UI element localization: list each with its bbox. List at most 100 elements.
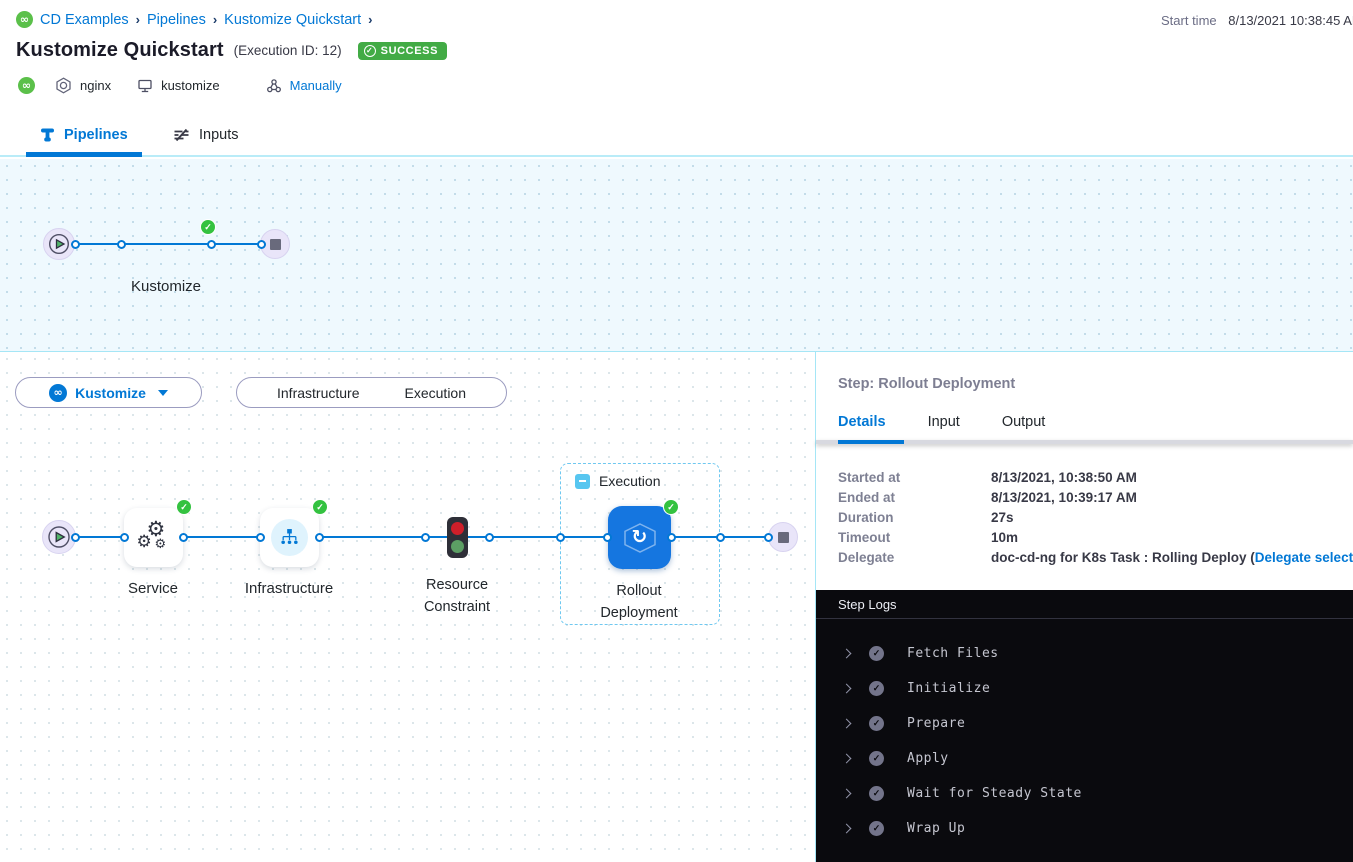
tag-service[interactable]: nginx — [80, 78, 112, 93]
step-node-rollout-deployment[interactable]: ↻ — [608, 506, 671, 569]
log-success-check-icon: ✓ — [869, 786, 884, 801]
execution-graph-canvas[interactable]: ∞ Kustomize Infrastructure Execution ⚙⚙⚙ — [0, 352, 816, 862]
tab-details[interactable]: Details — [838, 414, 886, 430]
tab-inputs[interactable]: Inputs — [173, 112, 239, 157]
detail-row-ended-at: Ended at 8/13/2021, 10:39:17 AM — [838, 489, 1137, 505]
rollout-icon: ↻ — [631, 526, 648, 548]
chevron-down-icon — [157, 389, 168, 396]
toggle-execution[interactable]: Execution — [404, 384, 466, 401]
chevron-right-icon[interactable] — [841, 823, 852, 834]
step-node-resource-constraint[interactable] — [447, 517, 468, 558]
connector-line — [75, 243, 262, 245]
log-section-prepare[interactable]: ✓ Prepare — [816, 706, 1353, 741]
pipeline-start-node[interactable] — [43, 228, 75, 260]
main-tabbar: Pipelines Inputs — [0, 112, 1353, 157]
connector-dot — [421, 532, 430, 542]
view-toggle: Infrastructure Execution — [236, 377, 507, 408]
tab-input[interactable]: Input — [927, 414, 960, 430]
execution-group-label: Execution — [599, 473, 661, 489]
tab-pipelines[interactable]: Pipelines — [40, 112, 128, 157]
step-panel-title: Step: Rollout Deployment — [838, 376, 1016, 392]
chevron-right-icon[interactable] — [841, 788, 852, 799]
chevron-right-icon[interactable] — [841, 753, 852, 764]
collapse-group-icon[interactable] — [575, 473, 590, 489]
stop-icon — [777, 531, 789, 543]
step-logs-panel: Step Logs ✓ Fetch Files ✓ Initialize — [816, 590, 1353, 862]
detail-row-delegate: Delegate doc-cd-ng for K8s Task : Rollin… — [838, 547, 1353, 567]
stage-selector-dropdown[interactable]: ∞ Kustomize — [15, 377, 202, 408]
log-section-initialize[interactable]: ✓ Initialize — [816, 671, 1353, 706]
step-panel-tabs: Details Input Output — [838, 414, 1045, 430]
step-details-list: Started at 8/13/2021, 10:38:50 AM Ended … — [838, 467, 1353, 567]
connector-dot — [179, 532, 188, 542]
step-logs-header: Step Logs — [816, 590, 1353, 619]
log-section-apply[interactable]: ✓ Apply — [816, 741, 1353, 776]
toggle-infrastructure[interactable]: Infrastructure — [277, 384, 360, 401]
breadcrumb-separator: › — [368, 12, 373, 27]
trigger-manually-link[interactable]: Manually — [289, 78, 342, 93]
stage-icon: ∞ — [49, 383, 68, 402]
log-section-wrap-up[interactable]: ✓ Wrap Up — [816, 811, 1353, 846]
harness-cd-icon: ∞ — [18, 77, 35, 94]
connector-dot — [117, 239, 126, 249]
tab-output[interactable]: Output — [1001, 414, 1046, 430]
bottom-split: ∞ Kustomize Infrastructure Execution ⚙⚙⚙ — [0, 352, 1353, 862]
active-tab-underline — [26, 152, 142, 157]
connector-dot — [71, 532, 80, 542]
execution-start-node[interactable] — [42, 520, 76, 554]
log-success-check-icon: ✓ — [869, 646, 884, 661]
pipeline-icon — [40, 127, 55, 143]
connector-dot — [207, 239, 216, 249]
log-section-fetch-files[interactable]: ✓ Fetch Files — [816, 636, 1353, 671]
connector-dot — [315, 532, 324, 542]
connector-dot — [667, 532, 676, 542]
start-time: Start time 8/13/2021 10:38:45 AM — [1161, 13, 1353, 28]
chevron-right-icon[interactable] — [841, 683, 852, 694]
breadcrumb-pipelines[interactable]: Pipelines — [146, 11, 206, 28]
tab-inputs-label: Inputs — [199, 126, 239, 143]
infrastructure-icon — [271, 519, 308, 556]
trigger-icon — [266, 78, 282, 94]
delegate-selection-logs-link[interactable]: Delegate selection logs — [1254, 549, 1353, 565]
step-node-service[interactable]: ⚙⚙⚙ — [124, 508, 183, 567]
connector-dot — [71, 239, 80, 249]
step-label-rollout-deployment: Rollout Deployment — [600, 583, 678, 621]
detail-row-started-at: Started at 8/13/2021, 10:38:50 AM — [838, 469, 1137, 485]
status-badge: ✓ SUCCESS — [357, 41, 448, 60]
detail-row-duration: Duration 27s — [838, 509, 1014, 525]
breadcrumb-cd-examples[interactable]: CD Examples — [40, 11, 129, 28]
connector-dot — [716, 532, 725, 542]
tab-pipelines-label: Pipelines — [64, 126, 128, 143]
stage-label: Kustomize — [130, 278, 202, 295]
breadcrumb-separator: › — [212, 12, 218, 27]
title-row: Kustomize Quickstart (Execution ID: 12) … — [16, 39, 448, 62]
step-details-panel: Step: Rollout Deployment Details Input O… — [816, 352, 1353, 862]
step-node-infrastructure[interactable] — [260, 508, 319, 567]
connector-dot — [764, 532, 773, 542]
log-section-wait-for-steady-state[interactable]: ✓ Wait for Steady State — [816, 776, 1353, 811]
tag-environment[interactable]: kustomize — [161, 78, 220, 93]
breadcrumb-kustomize-quickstart[interactable]: Kustomize Quickstart — [224, 11, 362, 28]
log-success-check-icon: ✓ — [869, 751, 884, 766]
step-success-check-icon: ✓ — [312, 499, 328, 515]
page-title: Kustomize Quickstart — [16, 39, 224, 61]
check-icon: ✓ — [363, 44, 376, 57]
status-badge-label: SUCCESS — [380, 44, 439, 57]
stage-graph-canvas[interactable]: ∞ ✓ Kustomize — [0, 159, 1353, 427]
inputs-icon — [173, 127, 190, 143]
execution-id: (Execution ID: 12) — [233, 43, 342, 58]
step-success-check-icon: ✓ — [663, 499, 679, 515]
traffic-light-green — [451, 540, 464, 553]
step-label-infrastructure: Infrastructure — [244, 580, 334, 597]
chevron-right-icon[interactable] — [841, 718, 852, 729]
connector-dot — [603, 532, 612, 542]
step-success-check-icon: ✓ — [176, 499, 192, 515]
log-success-check-icon: ✓ — [869, 716, 884, 731]
step-label-service: Service — [127, 580, 179, 597]
chevron-right-icon[interactable] — [841, 648, 852, 659]
breadcrumb: ∞ CD Examples › Pipelines › Kustomize Qu… — [16, 11, 373, 28]
start-time-label: Start time — [1161, 13, 1217, 28]
step-label-resource-constraint: Resource Constraint — [423, 577, 491, 615]
execution-end-node[interactable] — [768, 522, 798, 552]
